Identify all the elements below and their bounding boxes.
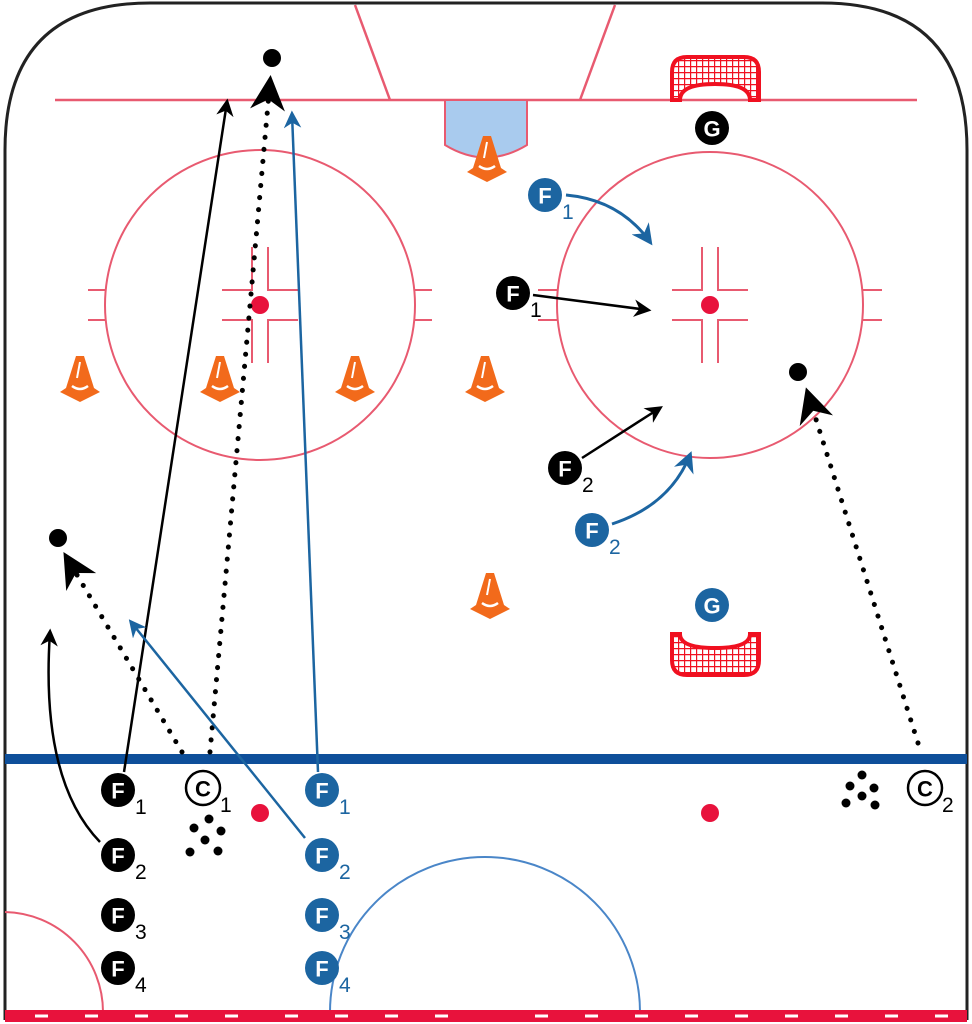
player-f3-black-queue: F3 <box>101 898 147 944</box>
player-letter: C <box>195 777 211 802</box>
player-marker <box>496 276 530 310</box>
skate-path <box>122 98 234 773</box>
pucks <box>49 49 880 857</box>
player-number: 2 <box>582 474 594 497</box>
pass-path <box>799 387 921 746</box>
puck <box>263 49 281 67</box>
player-marker <box>101 898 135 932</box>
faceoff-dot <box>701 296 719 314</box>
player-number: 4 <box>339 974 351 997</box>
player-f2-blue-slot: F2 <box>575 513 621 559</box>
player-marker <box>548 451 582 485</box>
player-letter: F <box>111 904 124 929</box>
player-letter: F <box>538 184 551 209</box>
faceoff-dot <box>251 296 269 314</box>
player-f2-blue-queue: F2 <box>305 838 351 884</box>
player-marker <box>305 951 339 985</box>
pass-path <box>63 551 185 755</box>
player-letter: F <box>111 779 124 804</box>
player-marker <box>184 769 222 807</box>
skate-path <box>283 110 320 773</box>
player-f4-black-queue: F4 <box>101 951 147 997</box>
player-marker <box>305 838 339 872</box>
player-number: 3 <box>135 921 147 944</box>
player-number: 1 <box>339 796 351 819</box>
player-marker <box>101 838 135 872</box>
skate-paths <box>40 75 921 843</box>
skate-path <box>128 619 306 839</box>
player-letter: F <box>111 844 124 869</box>
player-f4-blue-queue: F4 <box>305 951 351 997</box>
player-f1-blue-queue: F1 <box>305 773 351 819</box>
player-marker <box>305 898 339 932</box>
player-number: 4 <box>135 974 147 997</box>
puck <box>49 529 67 547</box>
player-number: 1 <box>530 299 542 322</box>
coach-2: C2 <box>906 769 954 817</box>
player-f1-black-slot: F1 <box>496 276 542 322</box>
player-number: 2 <box>942 794 954 817</box>
player-letter: F <box>111 957 124 982</box>
player-number: 2 <box>609 536 621 559</box>
player-letter: F <box>506 282 519 307</box>
player-marker <box>695 111 729 145</box>
net-top <box>670 55 761 102</box>
player-letter: C <box>917 777 933 802</box>
player-marker <box>906 769 944 807</box>
player-f1-black-queue: F1 <box>101 773 147 819</box>
player-letter: F <box>585 519 598 544</box>
faceoff-dot <box>251 804 269 822</box>
player-letter: F <box>315 957 328 982</box>
goalie-black: G <box>695 111 729 145</box>
player-f1-blue-slot: F1 <box>528 178 574 224</box>
player-f2-black-slot: F2 <box>548 451 594 497</box>
player-marker <box>575 513 609 547</box>
net-bottom <box>670 632 761 677</box>
skate-path <box>532 293 652 317</box>
center-red-line <box>5 1010 967 1022</box>
skate-path <box>581 406 663 460</box>
faceoff-dot <box>701 804 719 822</box>
player-f3-blue-queue: F3 <box>305 898 351 944</box>
player-f2-black-queue: F2 <box>101 838 147 884</box>
player-letter: F <box>315 779 328 804</box>
center-circle <box>329 856 641 1013</box>
player-marker <box>101 951 135 985</box>
skate-path <box>40 628 101 843</box>
skate-path <box>611 451 694 526</box>
player-letter: F <box>315 844 328 869</box>
player-number: 2 <box>339 861 351 884</box>
player-number: 3 <box>339 921 351 944</box>
player-letter: G <box>703 117 720 142</box>
player-marker <box>101 773 135 807</box>
player-number: 1 <box>562 201 574 224</box>
blue-line <box>5 754 967 764</box>
skate-path <box>565 193 653 246</box>
player-letter: F <box>558 457 571 482</box>
faceoff-circles <box>4 149 882 1013</box>
player-letter: F <box>315 904 328 929</box>
player-marker <box>528 178 562 212</box>
puck <box>789 363 807 381</box>
coach-1: C1 <box>184 769 232 817</box>
player-marker <box>305 773 339 807</box>
player-number: 1 <box>220 794 232 817</box>
player-marker <box>695 588 729 622</box>
player-letter: G <box>703 594 720 619</box>
player-number: 2 <box>135 861 147 884</box>
pass-path <box>207 75 285 755</box>
player-number: 1 <box>135 796 147 819</box>
goalie-blue: G <box>695 588 729 622</box>
